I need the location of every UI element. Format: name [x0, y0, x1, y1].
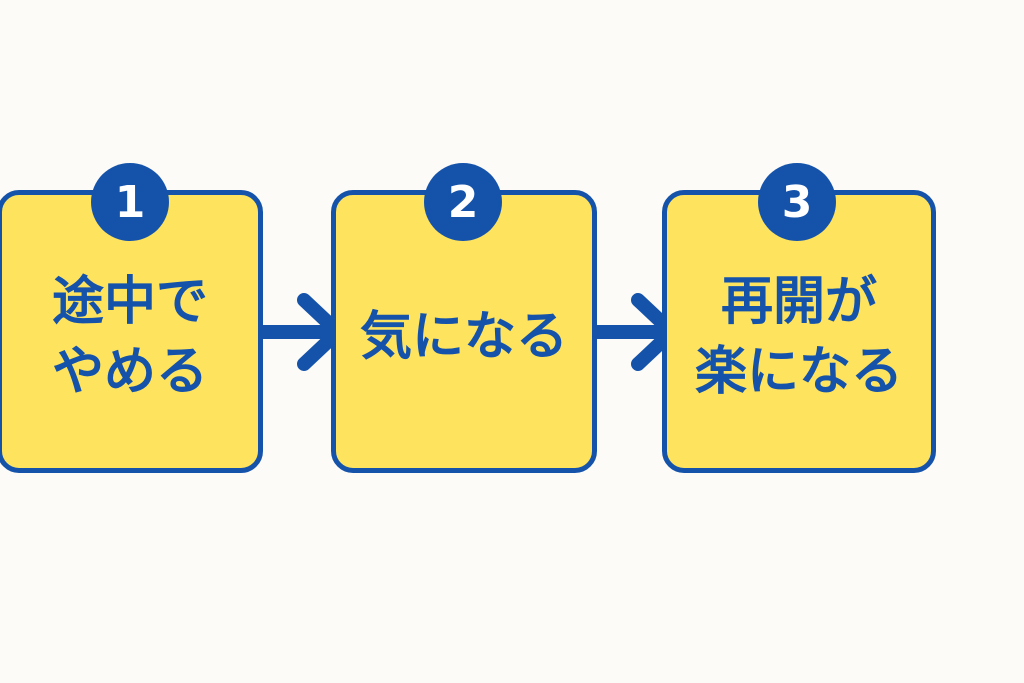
step-label-1: 途中で やめる — [51, 271, 208, 402]
step-label-2: 気になる — [359, 306, 568, 367]
step-number-badge-1: 1 — [91, 163, 169, 241]
step-number-badge-3: 3 — [758, 163, 836, 241]
step-number-badge-2: 2 — [424, 163, 502, 241]
step-label-3: 再開が 楽になる — [694, 271, 903, 402]
